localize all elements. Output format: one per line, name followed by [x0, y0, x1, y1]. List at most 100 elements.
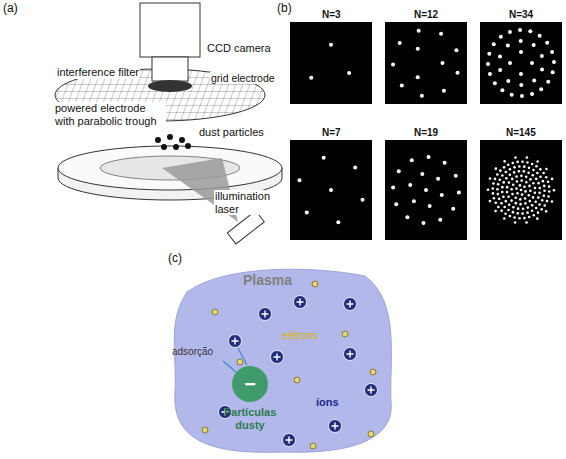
particle-name: Partículas dusty — [210, 406, 290, 431]
particle-dot — [497, 183, 500, 186]
particle-dot — [537, 182, 540, 185]
particle-dot — [502, 181, 505, 184]
particle-dot — [503, 206, 506, 209]
particle-dot — [398, 41, 402, 45]
particle-dot — [509, 173, 512, 176]
particle-dot — [532, 214, 535, 217]
particle-dot — [521, 193, 524, 196]
electron-dot — [370, 369, 376, 375]
particle-dot — [542, 172, 545, 175]
particle-dot — [531, 204, 534, 207]
particle-dot — [501, 186, 504, 189]
ion-symbol — [229, 335, 242, 348]
crystal-image — [385, 140, 467, 240]
ion-plus — [297, 299, 304, 306]
particle-dot — [500, 209, 503, 212]
particle-dot — [496, 193, 499, 196]
particle-dot — [546, 80, 550, 84]
part-name: dust particles — [198, 126, 265, 139]
particle-dot — [514, 196, 517, 199]
ion-plus — [274, 354, 281, 361]
particle-dot — [506, 191, 509, 194]
particle-dot — [505, 177, 508, 180]
particle-dot — [525, 181, 528, 184]
particle-dot — [543, 194, 546, 197]
particle-dot — [498, 68, 502, 72]
crystal-image — [480, 140, 562, 240]
particle-dot — [512, 206, 515, 209]
particle-dot — [532, 174, 535, 177]
ion-symbol — [271, 351, 284, 364]
camera-lens — [152, 57, 188, 81]
ion-plus — [286, 437, 293, 444]
particle-dot — [551, 70, 555, 74]
particle-dot — [523, 185, 526, 188]
particle-dot — [521, 212, 524, 215]
particle-dot — [551, 178, 554, 181]
particle-dot — [416, 47, 420, 51]
particle-dot — [518, 165, 521, 168]
particle-dot — [493, 197, 496, 200]
particle-dot — [546, 200, 549, 203]
particle-dot — [297, 178, 301, 182]
particle-dot — [538, 34, 542, 38]
particle-dot — [487, 52, 491, 56]
particle-dot — [534, 192, 537, 195]
particle-dot — [506, 79, 510, 83]
ion-symbol — [259, 308, 272, 321]
ion-plus — [347, 351, 354, 358]
particle-dot — [532, 169, 535, 172]
particle-dot — [408, 183, 412, 187]
particle-dot — [512, 183, 515, 186]
particle-dot — [545, 41, 549, 45]
electron-dot — [342, 331, 348, 337]
particle-dot — [540, 208, 543, 211]
particle-dot — [507, 195, 510, 198]
particle-dot — [528, 216, 531, 219]
particle-dot — [528, 200, 531, 203]
particle-dot — [516, 212, 519, 215]
particle-dot — [514, 156, 517, 159]
particle-count: N=12 — [414, 9, 438, 21]
particle-dot — [329, 188, 333, 192]
particle-dot — [520, 179, 523, 182]
particle-dot — [517, 207, 520, 210]
electron-dot — [368, 431, 374, 437]
ion-plus — [347, 301, 354, 308]
particle-dot — [527, 171, 530, 174]
particle-dot — [529, 189, 532, 192]
particle-dot — [494, 201, 497, 204]
particle-dot — [504, 200, 507, 203]
particle-dot — [524, 190, 527, 193]
particle-dot — [536, 160, 539, 163]
particle-dot — [531, 163, 534, 166]
particle-dot — [443, 161, 447, 165]
particle-dot — [528, 185, 531, 188]
particle-dot — [508, 203, 511, 206]
ion-symbol — [344, 298, 357, 311]
particle-dot — [441, 61, 445, 65]
particle-dot — [493, 81, 497, 85]
particle-dot — [305, 210, 309, 214]
particle-dot — [494, 210, 497, 213]
particle-dot — [534, 201, 537, 204]
particle-dot — [500, 202, 503, 205]
electron-dot — [310, 443, 316, 449]
part-name: grid electrode — [210, 72, 276, 84]
particle-dot — [519, 198, 522, 201]
particle-dot — [457, 191, 461, 195]
particle-dot — [539, 175, 542, 178]
particle-dot — [528, 167, 531, 170]
particle-dot — [492, 42, 496, 46]
particle-dot — [336, 220, 340, 224]
particle-dot — [530, 61, 534, 65]
particle-dot — [510, 93, 514, 97]
particle-dot — [526, 156, 529, 159]
particle-count: N=145 — [506, 127, 536, 139]
particle-dot — [513, 171, 516, 174]
particle-dot — [507, 209, 510, 212]
particle-dot — [489, 200, 492, 203]
particle-dot — [522, 207, 525, 210]
particle-dot — [553, 189, 556, 192]
particle-dot — [496, 188, 499, 191]
